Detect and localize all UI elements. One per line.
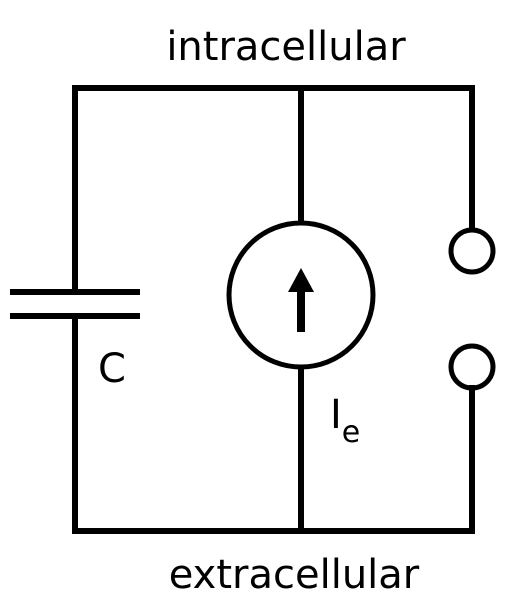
upper-terminal: [448, 227, 496, 275]
lower-terminal: [448, 343, 496, 391]
current-label-main: I: [330, 392, 342, 438]
arrow-up-icon: [288, 268, 314, 332]
extracellular-label: extracellular: [169, 552, 420, 598]
capacitor-label: C: [98, 346, 126, 392]
intracellular-label: intracellular: [166, 24, 406, 70]
current-label-subscript: e: [342, 415, 360, 450]
current-label: Ie: [330, 392, 360, 450]
